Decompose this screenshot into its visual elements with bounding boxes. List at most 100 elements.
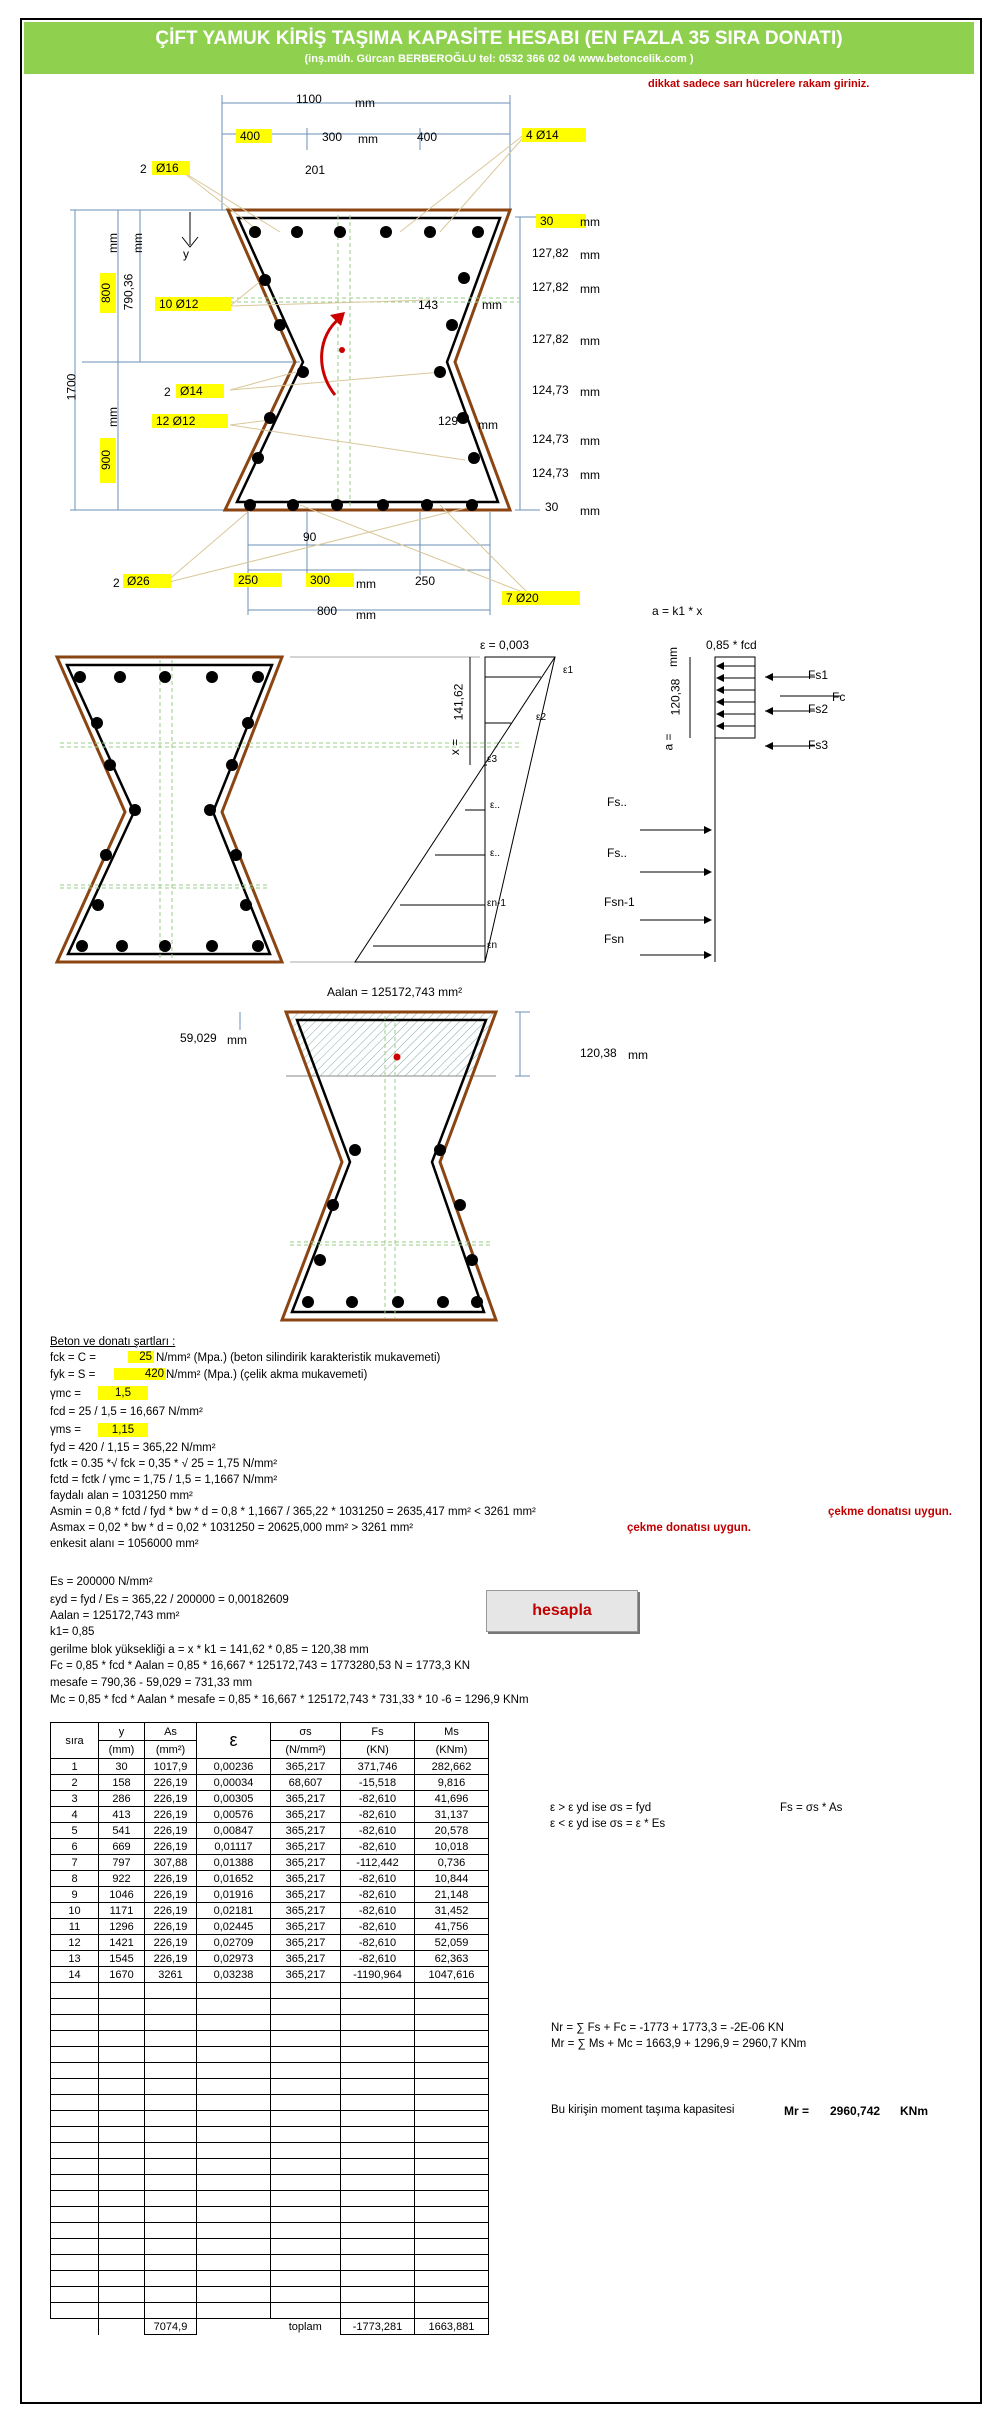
cell-as: 226,19 (144, 1790, 197, 1807)
y-axis-label: y (183, 247, 189, 261)
cell-fs (340, 2126, 415, 2143)
cell-fs (340, 2174, 415, 2191)
cell-y (98, 2302, 145, 2319)
left-top-rebar-input[interactable]: Ø16 (152, 161, 190, 175)
eps1: ε1 (563, 665, 574, 676)
cell-fs (340, 2238, 415, 2255)
bot-left-input[interactable]: 250 (234, 573, 282, 587)
unit-sigma: (N/mm²) (270, 1740, 341, 1759)
cell-fs: -82,610 (340, 1918, 415, 1935)
header-ms: Ms (414, 1722, 489, 1741)
h-upper-input[interactable]: 800 (99, 273, 116, 313)
cell-as (144, 2014, 197, 2031)
eps2: ε2 (536, 712, 547, 723)
cell-sira (50, 2062, 99, 2079)
bot-rebar-count: 2 (113, 576, 120, 590)
top-mid: 300 (322, 130, 343, 144)
bot-rebar-input[interactable]: Ø26 (123, 574, 171, 588)
right-dim-1-unit: mm (580, 248, 600, 262)
cell-eps (196, 2222, 271, 2239)
cell-sira: 1 (50, 1758, 99, 1775)
cell-fs: -82,610 (340, 1822, 415, 1839)
unit-fs: (KN) (340, 1740, 415, 1759)
eps-dots-2: ε.. (490, 848, 501, 859)
cell-as: 226,19 (144, 1934, 197, 1951)
mr-line: Mr = ∑ Ms + Mc = 1663,9 + 1296,9 = 2960,… (551, 2038, 807, 2050)
aalan-line: Aalan = 125172,743 mm² (50, 1610, 180, 1622)
cell-ms (414, 2238, 489, 2255)
fck-input[interactable]: 25 (128, 1351, 154, 1363)
fyk-input[interactable]: 420 (114, 1368, 166, 1380)
cell-sira: 11 (50, 1918, 99, 1935)
total-empty-3 (197, 2319, 271, 2335)
cell-ms (414, 2158, 489, 2175)
cell-as: 226,19 (144, 1950, 197, 1967)
cell-y (98, 2270, 145, 2287)
Fs2: Fs2 (808, 702, 829, 716)
bot-mid-input[interactable]: 300 (306, 573, 354, 587)
eyd-line: εyd = fyd / Es = 365,22 / 200000 = 0,001… (50, 1594, 289, 1606)
a-formula: a = k1 * x (652, 604, 703, 618)
cell-ms (414, 2142, 489, 2159)
table-row (50, 2190, 489, 2207)
calc-heading: Beton ve donatı şartları : (50, 1336, 176, 1348)
unit-b: mm (580, 215, 600, 229)
h-lower-input[interactable]: 900 (99, 438, 116, 483)
cell-ms: 10,844 (414, 1870, 489, 1887)
author-line: (inş.müh. Gürcan BERBEROĞLU tel: 0532 36… (304, 53, 694, 65)
cell-fs (340, 2046, 415, 2063)
hesapla-button[interactable]: hesapla (486, 1590, 638, 1632)
rebar-12-12-input[interactable]: 12 Ø12 (152, 414, 228, 428)
cell-y (98, 2126, 145, 2143)
unit-h: mm (356, 577, 376, 591)
cell-sigma (270, 1982, 341, 1999)
header-eps: ε (196, 1722, 271, 1759)
cell-y (98, 2030, 145, 2047)
cell-eps: 0,03238 (196, 1966, 271, 1983)
cell-ms: 52,059 (414, 1934, 489, 1951)
unit-i: mm (356, 608, 376, 622)
bot-rebar2-input[interactable]: 7 Ø20 (502, 591, 580, 605)
cell-sira (50, 2110, 99, 2127)
rule-1: ε > ε yd ise σs = fyd (550, 1802, 652, 1814)
rebar-2-14-input[interactable]: Ø14 (176, 384, 224, 398)
rebar-10-input[interactable]: 10 Ø12 (155, 297, 231, 311)
gmc-input[interactable]: 1,5 (98, 1386, 148, 1400)
cell-sigma (270, 2126, 341, 2143)
bot-right: 250 (415, 574, 436, 588)
cell-fs: -82,610 (340, 1886, 415, 1903)
table-row (50, 2078, 489, 2095)
cell-y: 1171 (98, 1902, 145, 1919)
fctk-line: fctk = 0.35 *√ fck = 0,35 * √ 25 = 1,75 … (50, 1458, 278, 1470)
gms-input[interactable]: 1,15 (98, 1423, 148, 1437)
cell-ms: 20,578 (414, 1822, 489, 1839)
cover-top-input[interactable]: 30 (536, 214, 586, 228)
cell-sira (50, 2030, 99, 2047)
cell-eps (196, 2046, 271, 2063)
top-left-input[interactable]: 400 (236, 129, 272, 143)
asmin-ok: çekme donatısı uygun. (828, 1506, 952, 1518)
unit-a: mm (358, 132, 378, 146)
cell-fs (340, 2078, 415, 2095)
cell-ms (414, 1998, 489, 2015)
cell-eps (196, 2286, 271, 2303)
cell-fs (340, 2206, 415, 2223)
enkesit-line: enkesit alanı = 1056000 mm² (50, 1538, 199, 1550)
top-rebar-input[interactable]: 4 Ø14 (522, 128, 586, 142)
fcd-line: fcd = 25 / 1,5 = 16,667 N/mm² (50, 1406, 203, 1418)
epsn: εn (487, 940, 498, 951)
cell-sira: 13 (50, 1950, 99, 1967)
table-row (50, 2254, 489, 2271)
cell-as: 307,88 (144, 1854, 197, 1871)
right-dim-2-unit: mm (580, 282, 600, 296)
cell-y (98, 2222, 145, 2239)
cell-y: 1421 (98, 1934, 145, 1951)
cell-sigma: 365,217 (270, 1966, 341, 1983)
table-total-row: 7074,9 toplam -1773,281 1663,881 (51, 2318, 489, 2335)
fyk-unit: N/mm² (Mpa.) (çelik akma mukavemeti) (166, 1369, 368, 1381)
total-ms: 1663,881 (414, 2318, 489, 2335)
cell-eps: 0,02973 (196, 1950, 271, 1967)
